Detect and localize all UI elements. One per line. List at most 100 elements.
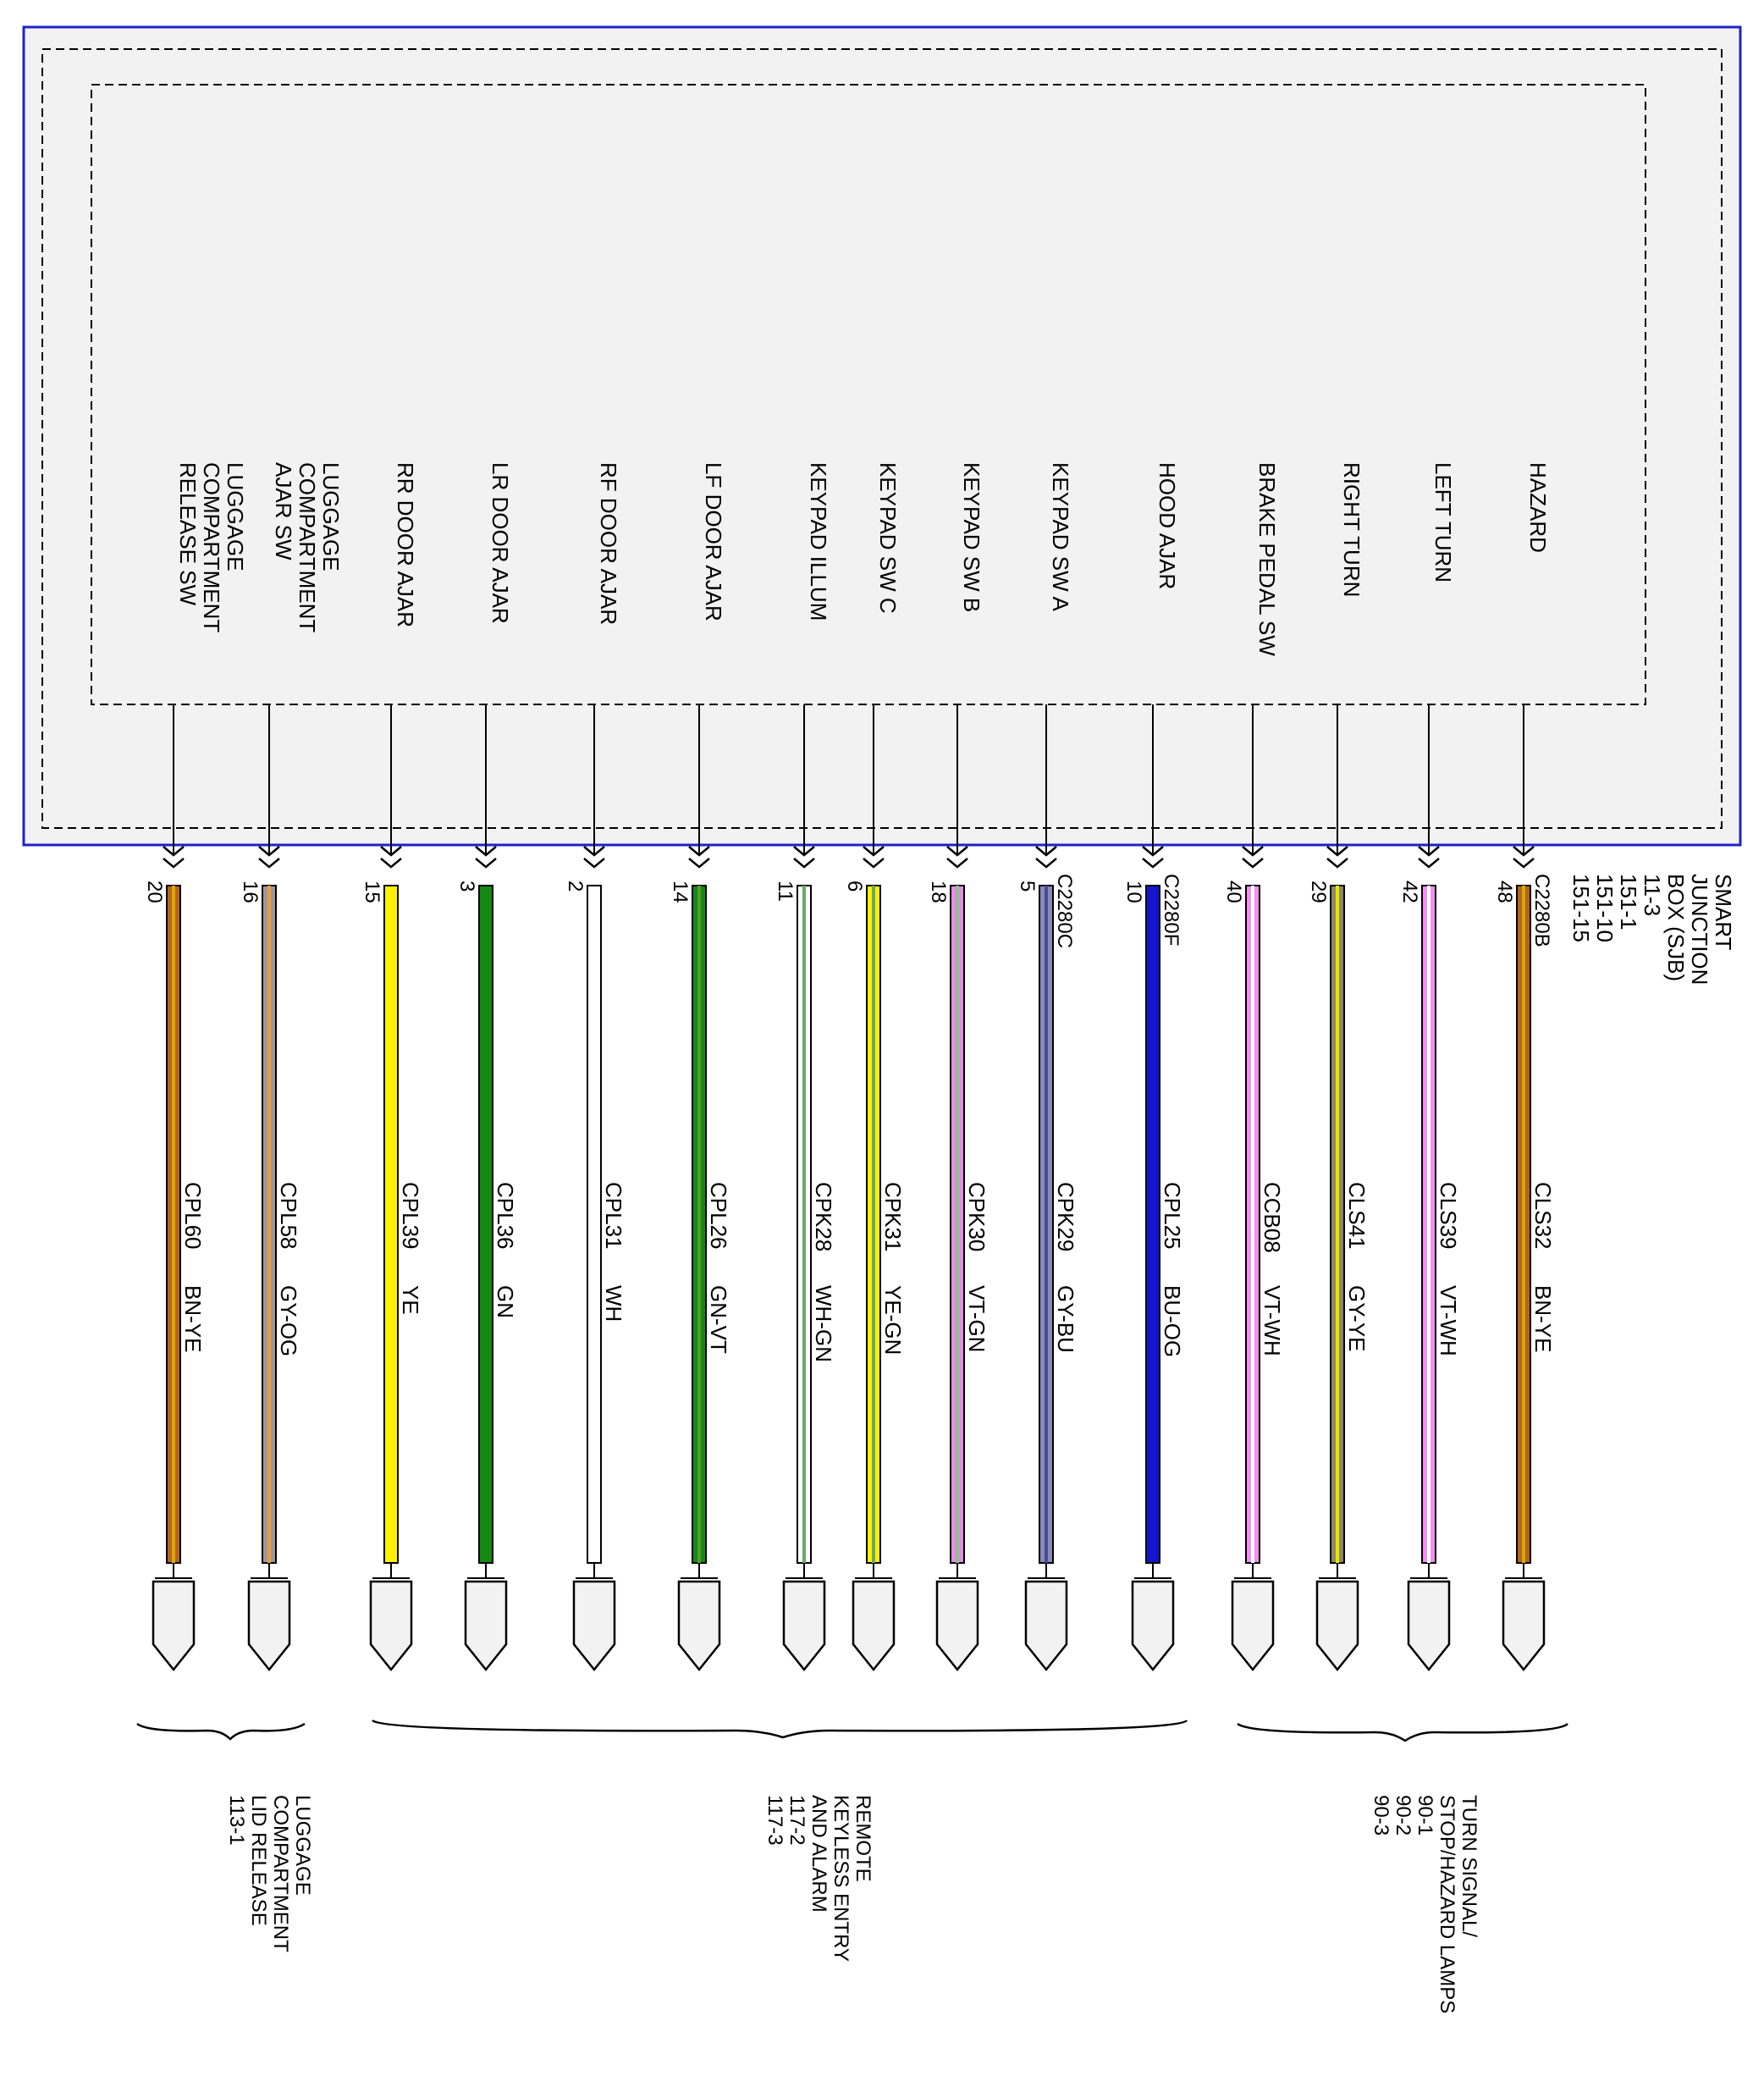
dest-turn-line-1: TURN SIGNAL/ (1458, 1795, 1480, 1937)
pin-number: 11 (774, 881, 797, 902)
dest-keyless-line-3: AND ALARM (808, 1795, 830, 1913)
pin-number: 20 (143, 881, 166, 903)
pin-number: 10 (1122, 881, 1145, 903)
function-label: LF DOOR AJAR (701, 462, 726, 621)
connector-shape (1024, 1580, 1068, 1672)
circuit-id: CPK28 (811, 1182, 836, 1251)
function-label: HAZARD (1525, 462, 1551, 553)
connector-shape (1407, 1580, 1451, 1672)
pin-number: 40 (1222, 881, 1245, 903)
function-label: COMPARTMENT (295, 462, 320, 632)
destination-label-keyless-entry: REMOTE KEYLESS ENTRY AND ALARM 117-2 117… (763, 1795, 874, 1962)
brace-turn-signal (1237, 1722, 1568, 1742)
pin-arrow (863, 846, 885, 857)
module-label-line-2: JUNCTION (1687, 874, 1712, 985)
function-label: BRAKE PEDAL SW (1254, 462, 1280, 656)
wire-stripe (1045, 886, 1048, 1563)
pin-arrow (1326, 858, 1348, 869)
wire-color-code: GY-YE (1344, 1285, 1370, 1352)
wire-stripe (956, 886, 959, 1563)
smart-junction-box-outline (22, 25, 1742, 847)
wire-color-code: GY-OG (276, 1285, 301, 1356)
dest-keyless-line-2: KEYLESS ENTRY (830, 1795, 852, 1962)
pin-arrow (946, 858, 968, 869)
dest-turn-line-5: 90-3 (1370, 1795, 1392, 1836)
connector-shape (935, 1580, 979, 1672)
circuit-id: CPL25 (1160, 1182, 1185, 1250)
dest-keyless-line-4: 117-2 (786, 1795, 808, 1846)
pin-arrow (1513, 846, 1535, 857)
dest-luggage-line-3: LID RELEASE (247, 1795, 270, 1926)
brace-luggage (136, 1722, 306, 1741)
wire-color-code: GN-VT (706, 1285, 731, 1354)
pin-arrow (583, 858, 605, 869)
wire-body (1145, 885, 1160, 1564)
connector-shape (852, 1580, 896, 1672)
dest-turn-line-3: 90-1 (1414, 1795, 1436, 1836)
wire-color-code: WH (601, 1285, 626, 1322)
connector-shape (464, 1580, 508, 1672)
pin-arrow (1035, 858, 1057, 869)
function-label: HOOD AJAR (1155, 462, 1180, 589)
function-label: RELEASE SW (175, 462, 201, 606)
wire-body (478, 885, 493, 1564)
module-outer-dashed-border (41, 48, 1723, 829)
function-label: COMPARTMENT (199, 462, 224, 632)
wire-color-code: WH-GN (811, 1285, 836, 1362)
wire-color-code: BN-YE (1530, 1285, 1556, 1352)
wire-stripe (802, 886, 806, 1563)
pin-arrow (380, 846, 402, 857)
pin-arrow (258, 858, 280, 869)
connector-shape (1131, 1580, 1175, 1672)
module-label-line-4: 11-3 (1640, 874, 1665, 916)
wire-color-code: YE (398, 1285, 423, 1315)
connector-id: C2280C (1053, 874, 1076, 948)
circuit-id: CPL39 (398, 1182, 423, 1250)
wire-color-code: VT-GN (964, 1285, 989, 1352)
pin-arrow (946, 846, 968, 857)
connector-shape (152, 1580, 196, 1672)
connector-shape (782, 1580, 826, 1672)
dest-luggage-line-4: 113-1 (225, 1795, 248, 1846)
pin-number: 48 (1493, 881, 1516, 903)
connector-id: C2280B (1530, 874, 1553, 947)
module-label-line-5: 151-1 (1616, 874, 1641, 930)
connector-shape (1231, 1580, 1275, 1672)
pin-arrow (1242, 846, 1264, 857)
circuit-id: CPL26 (706, 1182, 731, 1250)
pin-number: 6 (843, 881, 866, 892)
pin-arrow (163, 846, 185, 857)
pin-arrow (1242, 858, 1264, 869)
wire-body (383, 885, 399, 1564)
pin-arrow (1142, 846, 1164, 857)
circuit-id: CPL31 (601, 1182, 626, 1250)
circuit-id: CLS32 (1530, 1182, 1556, 1250)
wire-color-code: GN (493, 1285, 518, 1318)
dest-turn-line-2: STOP/HAZARD LAMPS (1436, 1795, 1458, 2013)
pin-number: 2 (564, 881, 587, 892)
wire-stripe (1427, 886, 1430, 1563)
connector-shape (1502, 1580, 1546, 1672)
brace-keyless-entry (372, 1719, 1188, 1739)
function-label: KEYPAD ILLUM (806, 462, 831, 621)
wire-stripe (697, 886, 701, 1563)
pin-arrow (793, 858, 815, 869)
pin-number: 29 (1307, 881, 1330, 903)
wire-stripe (1522, 886, 1525, 1563)
pin-arrow (688, 846, 710, 857)
function-label: LEFT TURN (1430, 462, 1456, 582)
pin-arrow (1513, 858, 1535, 869)
connector-shape (572, 1580, 616, 1672)
dest-keyless-line-1: REMOTE (852, 1795, 874, 1882)
function-label: KEYPAD SW A (1048, 462, 1073, 611)
pin-arrow (583, 846, 605, 857)
